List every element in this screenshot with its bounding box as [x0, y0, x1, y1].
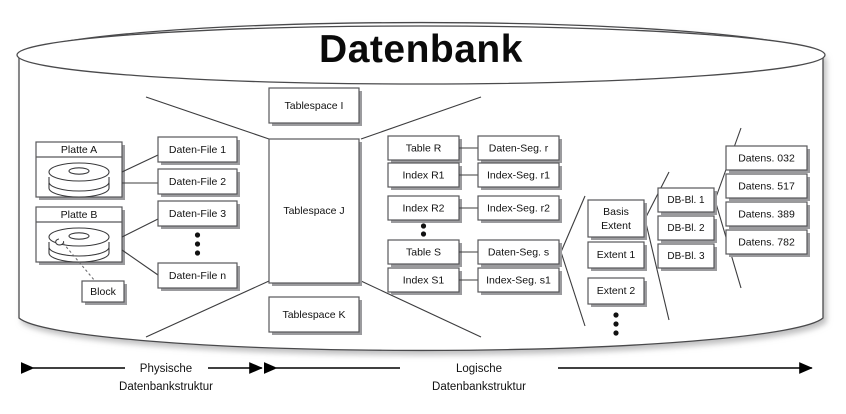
object-index-r1[interactable]: Index R1 — [387, 162, 462, 190]
tablespace-j[interactable]: Tablespace J — [268, 138, 362, 286]
data-record-4[interactable]: Datens. 782 — [725, 229, 810, 257]
tablespace-j-label: Tablespace J — [283, 205, 344, 217]
segment-daten-seg-s[interactable]: Daten-Seg. s — [477, 239, 562, 267]
extent-basis[interactable]: Basis Extent — [587, 199, 647, 240]
segment-2-label: Index-Seg. r2 — [487, 202, 550, 214]
data-file-ellipsis — [194, 232, 201, 256]
disk-a-label: Platte A — [61, 144, 97, 156]
object-ellipsis — [420, 223, 427, 237]
segment-4-label: Index-Seg. s1 — [486, 274, 551, 286]
disk-platte-a[interactable]: Platte A — [35, 141, 125, 200]
tablespace-k-label: Tablespace K — [282, 309, 345, 321]
block-node[interactable]: Block — [81, 280, 127, 305]
extent-2-label: Extent 2 — [597, 285, 636, 297]
disk-b-label: Platte B — [61, 209, 98, 221]
db-block-2-label: DB-Bl. 2 — [667, 223, 705, 234]
segment-3-label: Daten-Seg. s — [488, 246, 549, 258]
leader-lines-dbblocks — [644, 171, 670, 321]
disk-file-connectors — [121, 154, 159, 276]
data-record-4-label: Datens. 782 — [738, 236, 795, 248]
data-file-2-label: Daten-File 2 — [169, 176, 226, 188]
physical-caption-line1: Physische — [140, 363, 192, 375]
leader-lines-extents — [560, 195, 586, 327]
db-block-1[interactable]: DB-Bl. 1 — [657, 187, 717, 215]
data-record-1-label: Datens. 032 — [738, 152, 795, 164]
data-file-n[interactable]: Daten-File n — [157, 262, 240, 291]
data-record-1[interactable]: Datens. 032 — [725, 145, 810, 173]
object-index-s1[interactable]: Index S1 — [387, 267, 462, 295]
db-block-2[interactable]: DB-Bl. 2 — [657, 215, 717, 243]
tablespace-i[interactable]: Tablespace I — [268, 87, 362, 126]
data-record-3-label: Datens. 389 — [738, 208, 795, 220]
object-table-s[interactable]: Table S — [387, 239, 462, 267]
data-file-1-label: Daten-File 1 — [169, 144, 226, 156]
segment-index-seg-r1[interactable]: Index-Seg. r1 — [477, 162, 562, 190]
data-file-2[interactable]: Daten-File 2 — [157, 168, 240, 197]
segment-index-seg-r2[interactable]: Index-Seg. r2 — [477, 195, 562, 223]
extent-ellipsis — [613, 312, 619, 336]
object-2-label: Index R2 — [402, 202, 444, 214]
segment-1-label: Index-Seg. r1 — [487, 169, 550, 181]
db-block-1-label: DB-Bl. 1 — [667, 195, 705, 206]
leader-lines-logical — [360, 96, 482, 338]
segment-daten-seg-r[interactable]: Daten-Seg. r — [477, 135, 562, 163]
data-record-3[interactable]: Datens. 389 — [725, 201, 810, 229]
physical-caption-line2: Datenbankstruktur — [119, 381, 213, 393]
disk-platte-b[interactable]: Platte B — [35, 206, 125, 265]
data-file-n-label: Daten-File n — [169, 270, 226, 282]
data-record-2-label: Datens. 517 — [738, 180, 795, 192]
segment-0-label: Daten-Seg. r — [489, 142, 549, 154]
object-table-r[interactable]: Table R — [387, 135, 462, 163]
extent-1[interactable]: Extent 1 — [587, 241, 647, 271]
object-0-label: Table R — [406, 142, 442, 154]
disk-platters-a — [48, 162, 110, 198]
data-file-3[interactable]: Daten-File 3 — [157, 200, 240, 229]
extent-basis-label-line2: Extent — [601, 220, 631, 232]
extent-2[interactable]: Extent 2 — [587, 277, 647, 307]
tablespace-i-label: Tablespace I — [285, 100, 344, 112]
segment-index-seg-s1[interactable]: Index-Seg. s1 — [477, 267, 562, 295]
page-title: Datenbank — [319, 28, 523, 71]
logical-caption-line1: Logische — [456, 363, 502, 375]
object-3-label: Table S — [406, 246, 441, 258]
leader-lines-physical — [145, 96, 270, 338]
object-4-label: Index S1 — [403, 274, 445, 286]
object-index-r2[interactable]: Index R2 — [387, 195, 462, 223]
data-file-3-label: Daten-File 3 — [169, 208, 226, 220]
tablespace-k[interactable]: Tablespace K — [268, 296, 362, 335]
db-block-3-label: DB-Bl. 3 — [667, 251, 705, 262]
db-block-3[interactable]: DB-Bl. 3 — [657, 243, 717, 271]
cylinder-top-ellipse — [16, 25, 826, 85]
extent-1-label: Extent 1 — [597, 249, 636, 261]
logical-caption-line2: Datenbankstruktur — [432, 381, 526, 393]
block-label: Block — [90, 286, 116, 298]
data-record-2[interactable]: Datens. 517 — [725, 173, 810, 201]
block-pointer-line — [62, 242, 96, 282]
disk-platters-b — [48, 227, 110, 263]
extent-basis-label-line1: Basis — [603, 206, 629, 218]
object-1-label: Index R1 — [402, 169, 444, 181]
data-file-1[interactable]: Daten-File 1 — [157, 136, 240, 165]
